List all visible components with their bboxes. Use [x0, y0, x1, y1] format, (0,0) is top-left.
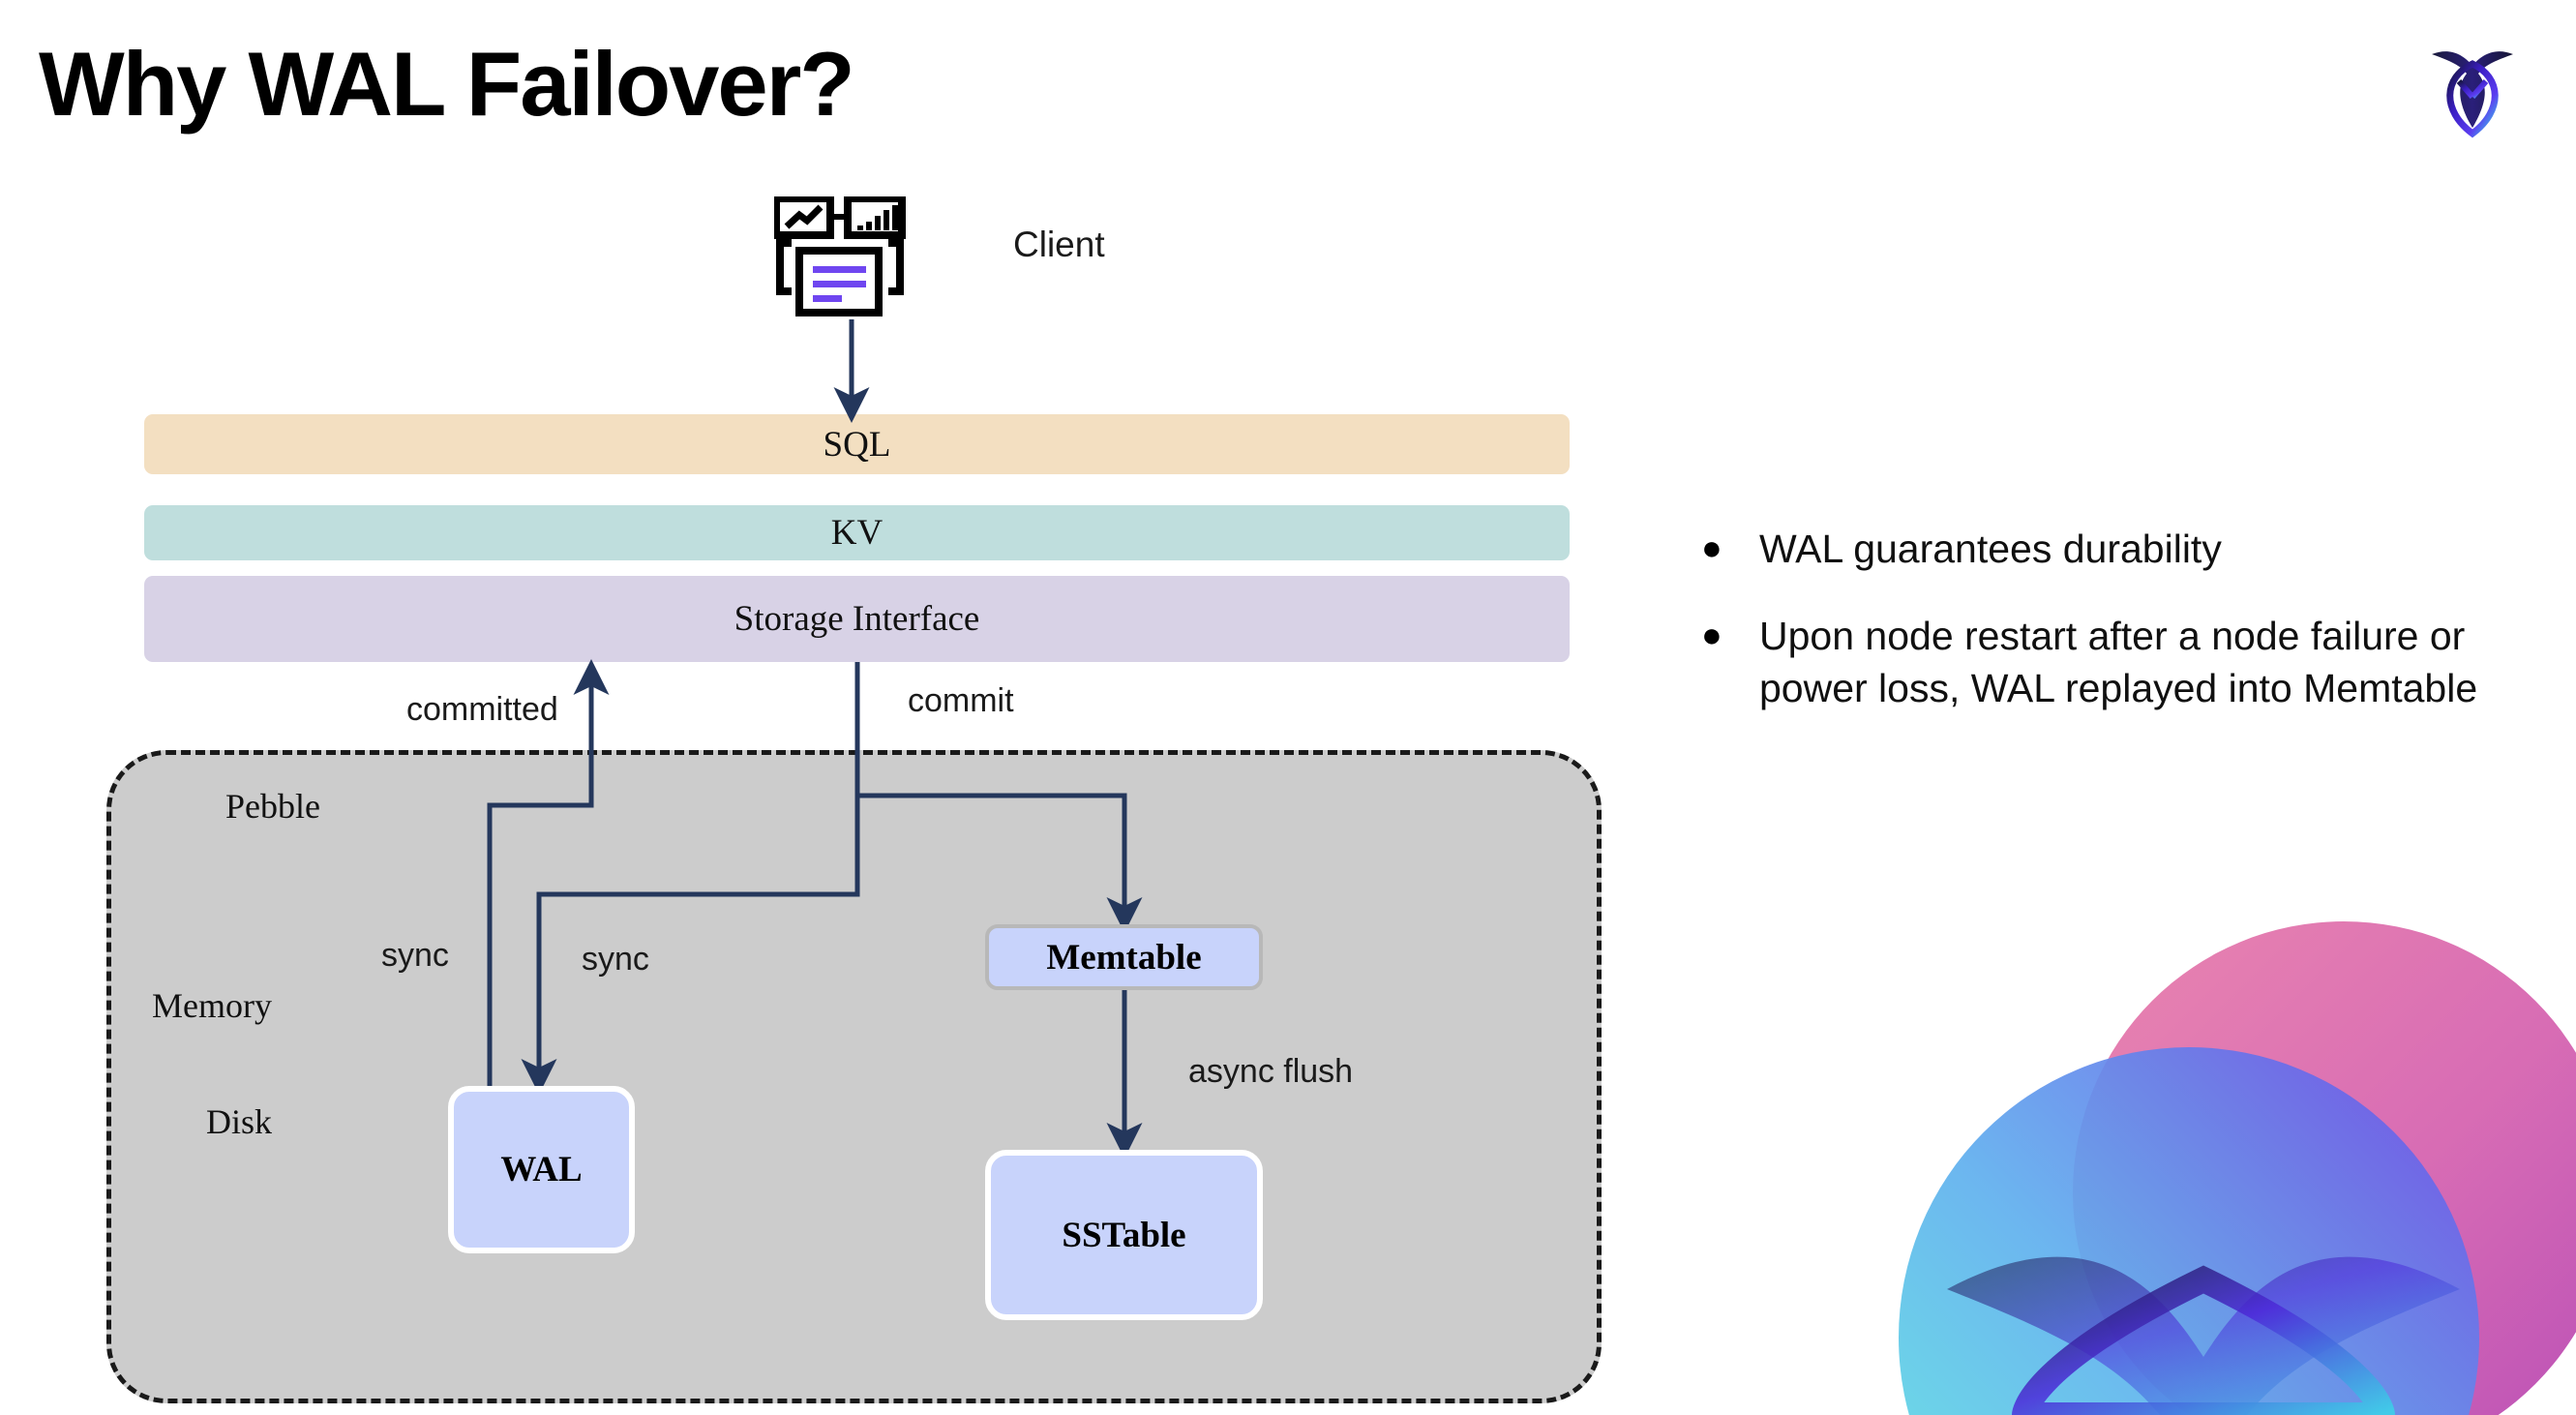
bullet-list: ● WAL guarantees durability ● Upon node … — [1701, 523, 2495, 749]
edge-label-async-flush: async flush — [1188, 1053, 1354, 1090]
layer-bar-storage-interface-label: Storage Interface — [734, 599, 980, 639]
list-item: ● Upon node restart after a node failure… — [1701, 610, 2495, 714]
pebble-label: Pebble — [225, 787, 320, 826]
layer-bar-kv: KV — [144, 505, 1570, 560]
layer-bar-storage-interface: Storage Interface — [144, 576, 1570, 662]
bullet-marker-icon: ● — [1701, 615, 1722, 655]
page-title: Why WAL Failover? — [39, 33, 855, 135]
bullet-text: WAL guarantees durability — [1759, 527, 2222, 571]
cockroachdb-logo-icon — [2414, 31, 2531, 147]
bullet-marker-icon: ● — [1701, 527, 1722, 567]
node-memtable: Memtable — [985, 924, 1263, 990]
node-wal-label: WAL — [500, 1150, 583, 1189]
edge-label-sync-2: sync — [582, 941, 649, 978]
layer-bar-sql: SQL — [144, 414, 1570, 474]
memory-label: Memory — [152, 986, 272, 1025]
client-label: Client — [1013, 225, 1105, 264]
disk-label: Disk — [206, 1102, 273, 1141]
list-item: ● WAL guarantees durability — [1701, 523, 2495, 575]
decorative-circles — [1841, 873, 2576, 1415]
node-sstable-label: SSTable — [1062, 1215, 1186, 1255]
pebble-container — [106, 750, 1602, 1403]
node-memtable-label: Memtable — [1046, 937, 1202, 978]
client-analytics-icon — [772, 195, 929, 317]
node-sstable: SSTable — [985, 1150, 1263, 1320]
edge-label-sync-1: sync — [381, 937, 449, 974]
bullet-text: Upon node restart after a node failure o… — [1759, 614, 2478, 711]
edge-label-committed: committed — [406, 691, 558, 728]
node-wal: WAL — [448, 1086, 635, 1253]
layer-bar-sql-label: SQL — [823, 424, 891, 465]
edge-label-commit: commit — [908, 682, 1014, 719]
layer-bar-kv-label: KV — [830, 513, 884, 553]
